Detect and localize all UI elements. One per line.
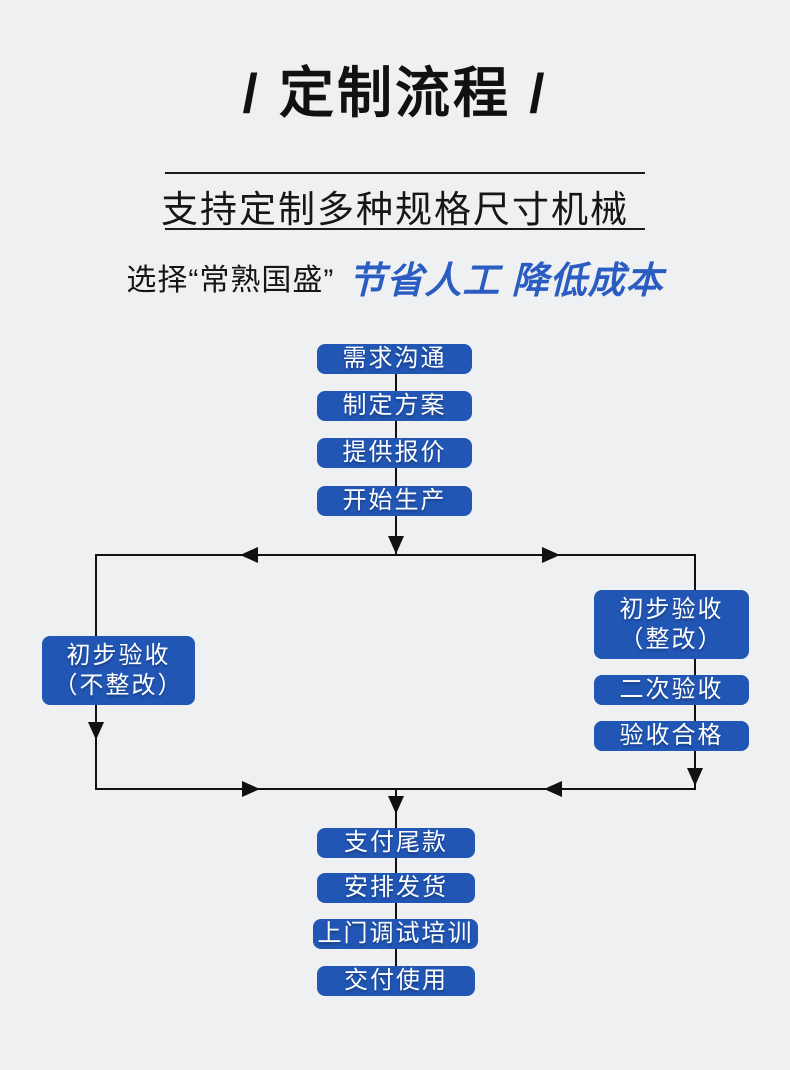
arrow-right-icon <box>242 781 260 797</box>
tagline-benefit-text: 节省人工 降低成本 <box>348 260 664 301</box>
tagline: 选择“常熟国盛” 节省人工 降低成本 <box>0 250 790 304</box>
flow-node-make-plan: 制定方案 <box>317 391 472 421</box>
tagline-brand-text: 选择“常熟国盛” <box>126 264 335 297</box>
arrow-left-icon <box>544 781 562 797</box>
connector-top-horizontal <box>95 554 696 556</box>
flow-node-initial-acceptance-rectify: 初步验收 （整改） <box>594 590 749 659</box>
flow-node-arrange-shipment: 安排发货 <box>317 873 475 903</box>
flow-node-second-acceptance: 二次验收 <box>594 675 749 705</box>
flow-node-start-production: 开始生产 <box>317 486 472 516</box>
flow-node-pay-balance: 支付尾款 <box>317 828 475 858</box>
arrow-down-icon <box>88 722 104 740</box>
divider-bottom <box>165 228 645 230</box>
flow-node-onsite-training: 上门调试培训 <box>313 919 478 949</box>
arrow-down-icon <box>687 768 703 786</box>
flow-node-needs-communication: 需求沟通 <box>317 344 472 374</box>
arrow-left-icon <box>240 547 258 563</box>
arrow-down-icon <box>388 796 404 814</box>
arrow-down-icon <box>388 536 404 554</box>
page-title: / 定制流程 / <box>242 62 548 124</box>
flow-node-delivery-use: 交付使用 <box>317 966 475 996</box>
flow-node-acceptance-passed: 验收合格 <box>594 721 749 751</box>
arrow-right-icon <box>542 547 560 563</box>
connector-right-vertical <box>694 554 696 790</box>
divider-top <box>165 172 645 174</box>
flow-node-initial-acceptance-no-rectify: 初步验收 （不整改） <box>42 636 195 705</box>
flow-node-provide-quote: 提供报价 <box>317 438 472 468</box>
page-subtitle: 支持定制多种规格尺寸机械 <box>161 189 629 230</box>
